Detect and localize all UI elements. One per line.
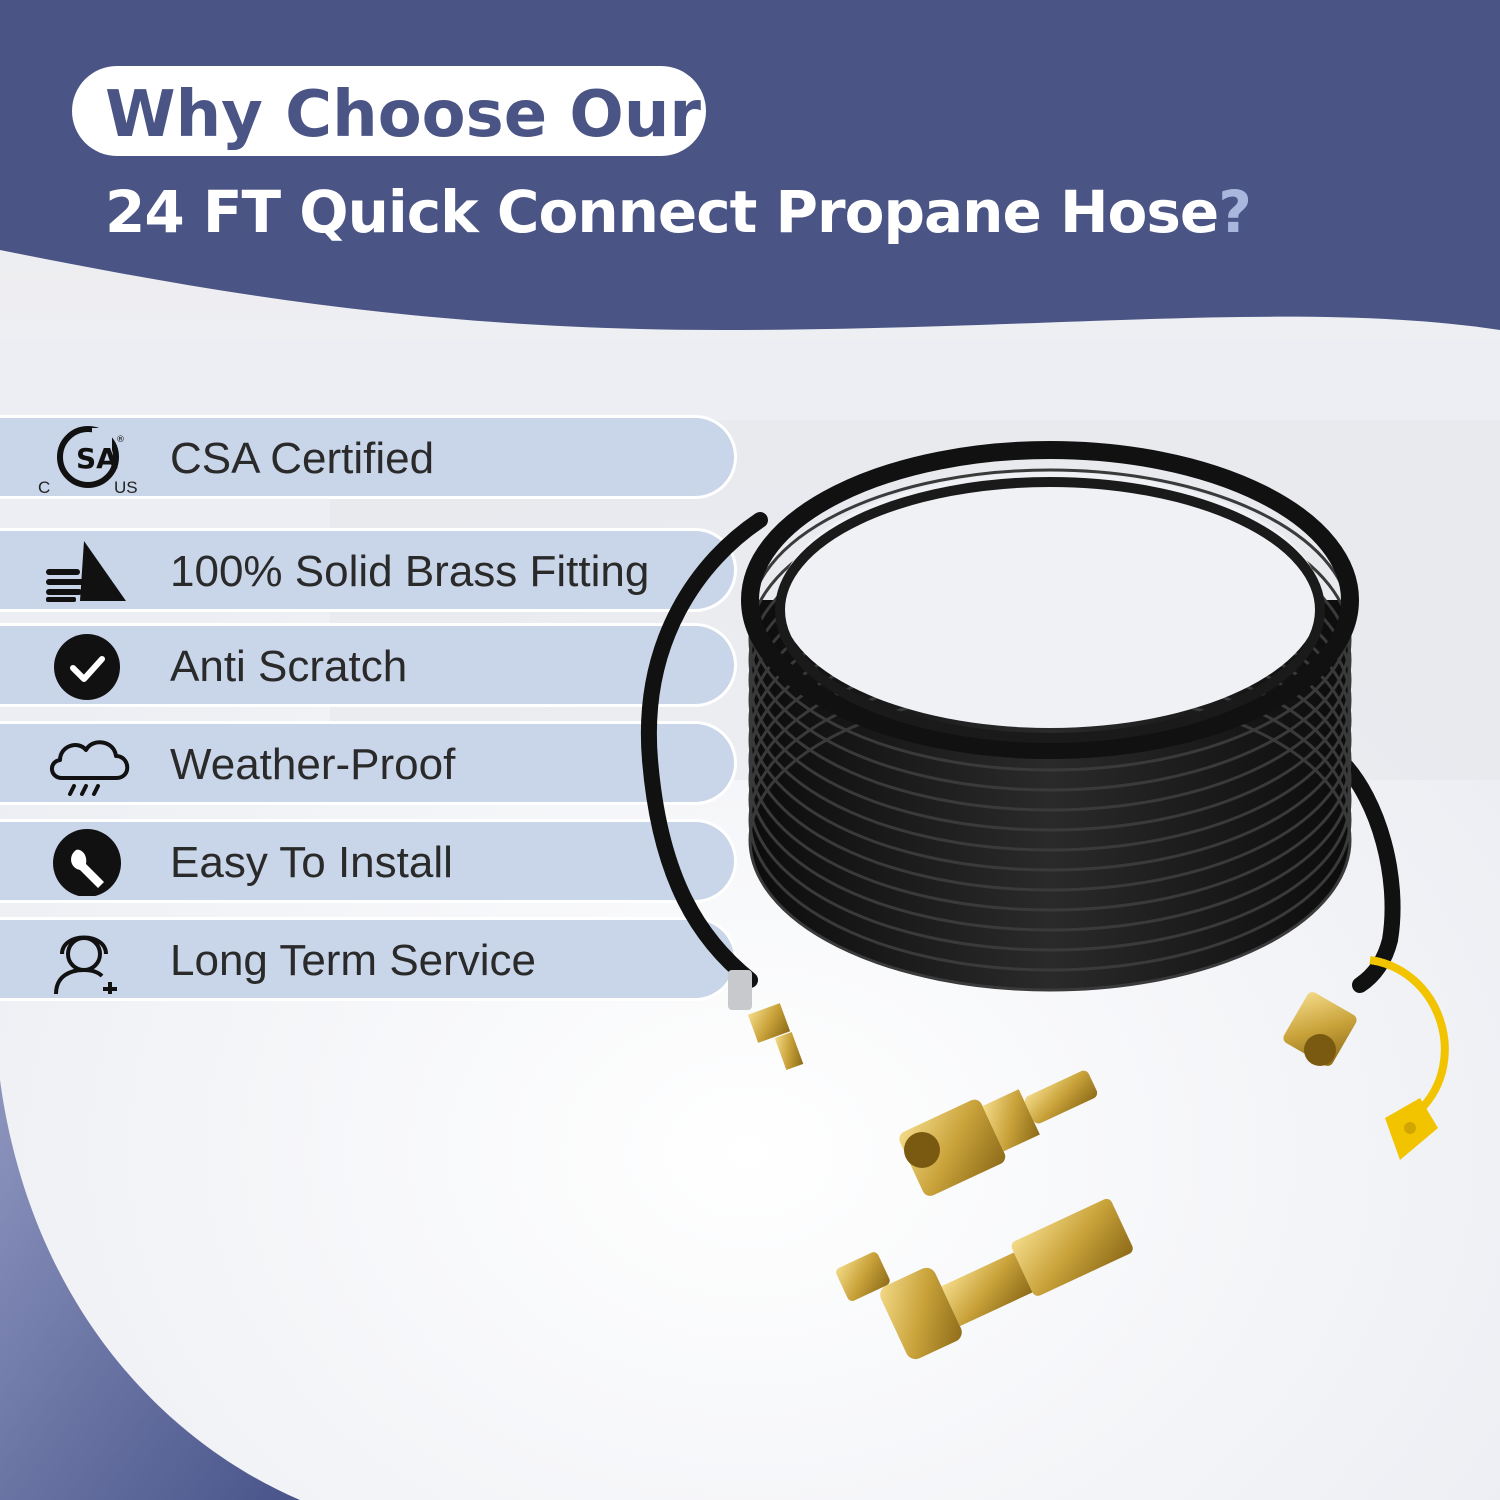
headline: 24 FT Quick Connect Propane Hose? [105, 178, 1252, 246]
csa-us-text: US [114, 478, 138, 497]
svg-text:SA: SA [76, 442, 118, 475]
headline-pill [72, 66, 706, 156]
feature-easy-install: Easy To Install [0, 822, 734, 900]
csa-c-text: C [38, 478, 51, 497]
headline-text: 24 FT Quick Connect Propane Hose [105, 178, 1219, 246]
headline-question-mark: ? [1218, 178, 1252, 246]
feature-label: Weather-Proof [170, 740, 456, 789]
feature-csa: SA ® C US CSA Certified [0, 418, 734, 497]
feature-label: Easy To Install [170, 838, 453, 887]
pill-text: Why Choose Our [105, 78, 701, 152]
svg-text:®: ® [116, 435, 125, 445]
wrench-icon [53, 829, 121, 896]
feature-anti-scratch: Anti Scratch [0, 626, 734, 704]
feature-long-term-service: Long Term Service [0, 920, 734, 998]
feature-label: 100% Solid Brass Fitting [170, 547, 650, 596]
propane-hose-product-image [640, 441, 1449, 1360]
feature-brass: 100% Solid Brass Fitting [0, 531, 734, 609]
support-agent-icon [54, 935, 117, 994]
header-band [0, 0, 1500, 330]
brass-fitting-icon [46, 541, 126, 602]
rain-cloud-icon [50, 740, 130, 796]
feature-label: CSA Certified [170, 434, 435, 483]
feature-weather-proof: Weather-Proof [0, 724, 734, 802]
check-circle-icon [54, 634, 120, 700]
csa-certified-icon: SA ® [57, 426, 125, 488]
feature-label: Long Term Service [170, 936, 537, 985]
feature-label: Anti Scratch [170, 642, 408, 691]
